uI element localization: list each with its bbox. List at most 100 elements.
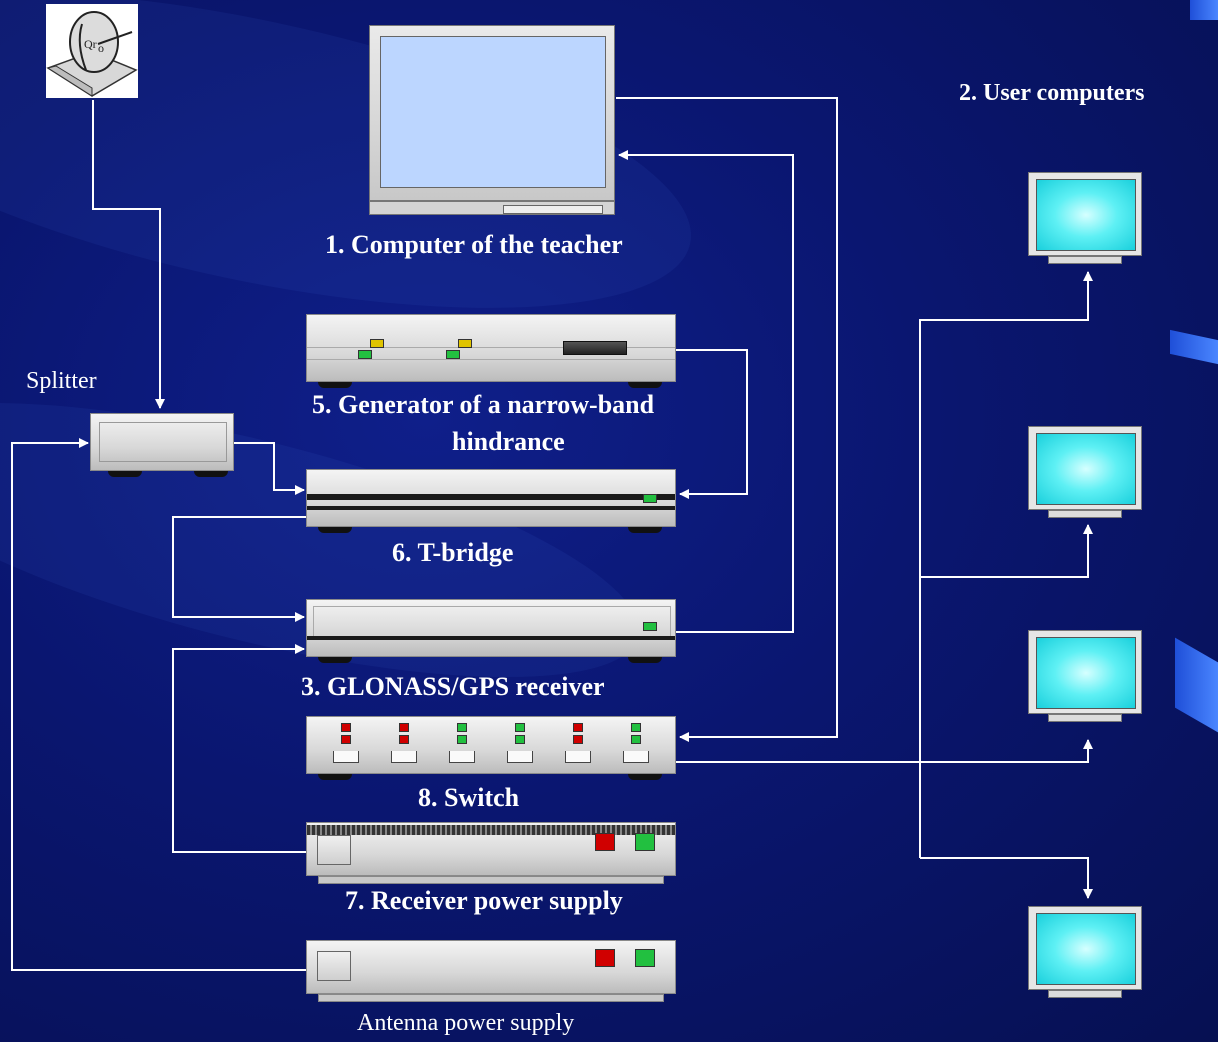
monitor-icon <box>1028 906 1142 990</box>
network-port <box>565 751 591 763</box>
wire-antenna-splitter <box>92 100 165 409</box>
device-foot <box>628 527 662 533</box>
receiver-panel <box>313 606 671 638</box>
wire-receiver-teacher <box>618 150 794 633</box>
led-indicator <box>595 949 615 967</box>
network-port <box>391 751 417 763</box>
antenna: Qr o <box>46 4 138 98</box>
teacher-monitor <box>369 25 615 215</box>
svg-text:Qr: Qr <box>84 37 97 51</box>
monitor-icon <box>1028 630 1142 714</box>
power-switch <box>317 835 351 865</box>
monitor-base <box>369 201 615 215</box>
corner-accent <box>1190 0 1218 20</box>
wire-antpower-splitter <box>11 438 308 971</box>
wire-splitter-tbridge <box>234 442 305 495</box>
panel-stripe <box>307 506 675 510</box>
t-bridge-device <box>306 469 676 527</box>
led-indicator <box>341 735 351 744</box>
led-indicator <box>573 723 583 732</box>
label-t-bridge: 6. T-bridge <box>392 538 514 567</box>
switch-device <box>306 716 676 774</box>
wire-generator-tbridge <box>676 349 748 499</box>
wire-user-2 <box>920 524 1093 578</box>
user-monitor <box>1028 172 1142 264</box>
user-monitor <box>1028 906 1142 998</box>
monitor-screen <box>1036 913 1136 985</box>
led-indicator <box>341 723 351 732</box>
wire-rxpower-receiver <box>172 644 308 853</box>
device-foot <box>318 774 352 780</box>
label-splitter: Splitter <box>26 368 97 394</box>
network-port <box>507 751 533 763</box>
label-generator-line2: hindrance <box>452 427 565 456</box>
device-foot <box>318 382 352 388</box>
led-indicator <box>458 339 472 348</box>
led-indicator <box>643 494 657 503</box>
panel-line <box>307 347 675 348</box>
label-antenna-power: Antenna power supply <box>357 1010 575 1036</box>
led-indicator <box>358 350 372 359</box>
led-indicator <box>399 735 409 744</box>
generator-device <box>306 314 676 382</box>
device-foot <box>318 657 352 663</box>
wire-teacher-switch <box>616 97 838 742</box>
splitter-device <box>90 413 234 471</box>
receiver-power-supply <box>306 822 676 876</box>
device-foot <box>628 657 662 663</box>
panel-stripe <box>307 494 675 500</box>
drive-slot <box>503 205 603 214</box>
monitor-screen <box>1036 179 1136 251</box>
label-user-computers: 2. User computers <box>959 80 1145 106</box>
led-indicator <box>595 833 615 851</box>
led-indicator <box>573 735 583 744</box>
led-indicator <box>446 350 460 359</box>
led-indicator <box>399 723 409 732</box>
device-foot <box>318 527 352 533</box>
receiver-device <box>306 599 676 657</box>
monitor-screen <box>1036 637 1136 709</box>
display-slot <box>563 341 627 355</box>
wire-user-4 <box>920 857 1093 899</box>
device-foot <box>108 471 142 477</box>
led-indicator <box>635 833 655 851</box>
label-teacher: 1. Computer of the teacher <box>325 230 623 259</box>
panel-stripe <box>307 636 675 640</box>
label-generator-line1: 5. Generator of a narrow-band <box>312 390 655 419</box>
device-foot <box>628 382 662 388</box>
led-indicator <box>631 723 641 732</box>
network-port <box>333 751 359 763</box>
power-switch <box>317 951 351 981</box>
wire-user-bus <box>919 271 1093 858</box>
wire-tbridge-receiver <box>172 516 306 622</box>
monitor-base <box>1048 256 1122 264</box>
device-base <box>318 994 664 1002</box>
panel-stripe <box>307 825 675 835</box>
monitor-base <box>1048 990 1122 998</box>
device-foot <box>194 471 228 477</box>
label-receiver: 3. GLONASS/GPS receiver <box>301 672 605 701</box>
monitor-screen <box>1036 433 1136 505</box>
label-switch: 8. Switch <box>418 783 520 812</box>
led-indicator <box>515 723 525 732</box>
led-indicator <box>370 339 384 348</box>
label-receiver-power: 7. Receiver power supply <box>345 886 623 915</box>
led-indicator <box>631 735 641 744</box>
svg-text:o: o <box>98 41 104 55</box>
monitor-icon <box>1028 426 1142 510</box>
led-indicator <box>457 735 467 744</box>
user-monitor <box>1028 426 1142 518</box>
device-base <box>318 876 664 884</box>
panel-line <box>307 359 675 360</box>
monitor-screen <box>380 36 606 188</box>
wire-switch-users <box>676 739 1093 763</box>
monitor-base <box>1048 714 1122 722</box>
led-indicator <box>515 735 525 744</box>
satellite-dish-icon: Qr o <box>46 11 138 97</box>
monitor-icon <box>1028 172 1142 256</box>
user-monitor <box>1028 630 1142 722</box>
led-indicator <box>457 723 467 732</box>
splitter-panel <box>99 422 227 462</box>
network-port <box>623 751 649 763</box>
